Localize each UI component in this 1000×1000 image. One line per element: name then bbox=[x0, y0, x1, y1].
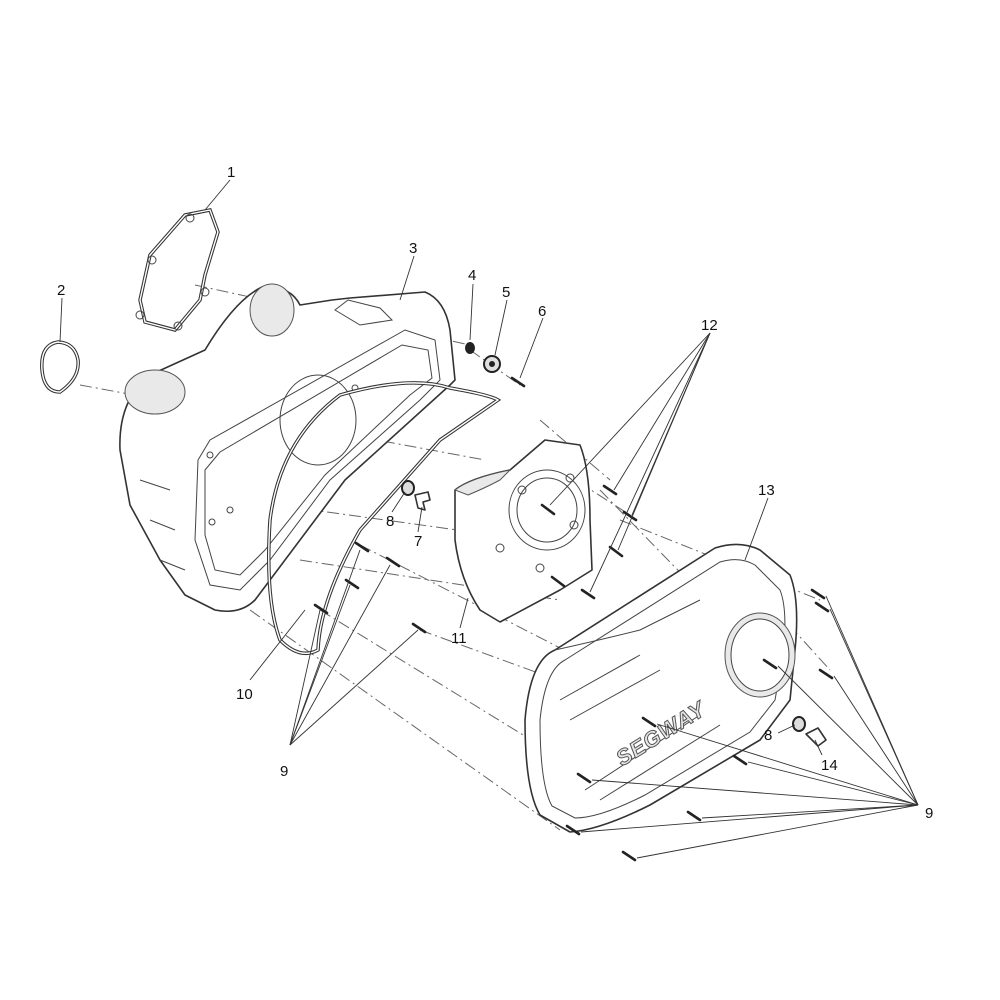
grommet-part-8-outer bbox=[792, 716, 806, 732]
callout-3: 3 bbox=[409, 240, 417, 257]
gasket-part-1 bbox=[135, 207, 220, 332]
outer-cover-part-13: SEGWAY bbox=[524, 543, 798, 833]
bolts-part-9-right bbox=[565, 588, 834, 862]
nut-part-5 bbox=[483, 355, 501, 373]
o-ring-part-10 bbox=[267, 381, 502, 656]
callout-8b: 8 bbox=[764, 727, 772, 744]
callout-1: 1 bbox=[227, 164, 235, 181]
clip-part-14 bbox=[805, 727, 827, 747]
callout-9b: 9 bbox=[925, 805, 933, 822]
gasket-part-2 bbox=[40, 340, 80, 394]
inner-cover-part-3 bbox=[119, 283, 456, 613]
callout-10: 10 bbox=[236, 686, 253, 703]
leader-lines bbox=[59, 179, 919, 859]
callout-11: 11 bbox=[451, 630, 467, 647]
callout-6: 6 bbox=[538, 303, 546, 320]
callout-9a: 9 bbox=[280, 763, 288, 780]
grommet-part-8 bbox=[401, 480, 415, 496]
bracket-plate-part-11 bbox=[454, 439, 593, 623]
callout-4: 4 bbox=[468, 267, 476, 284]
bolts-part-9-left bbox=[313, 541, 427, 634]
callout-7: 7 bbox=[414, 533, 422, 550]
callout-2: 2 bbox=[57, 282, 65, 299]
callout-12: 12 bbox=[701, 317, 718, 334]
callout-5: 5 bbox=[502, 284, 510, 301]
bolts-part-12 bbox=[540, 484, 638, 600]
callout-14: 14 bbox=[821, 757, 838, 774]
callout-8a: 8 bbox=[386, 513, 394, 530]
bolt-part-6 bbox=[510, 376, 526, 388]
callout-labels: 1 2 3 4 5 6 7 8 8 9 9 10 11 12 13 14 bbox=[57, 164, 933, 822]
callout-13: 13 bbox=[758, 482, 775, 499]
clip-part-7 bbox=[414, 491, 431, 511]
washer-part-4 bbox=[465, 342, 475, 354]
